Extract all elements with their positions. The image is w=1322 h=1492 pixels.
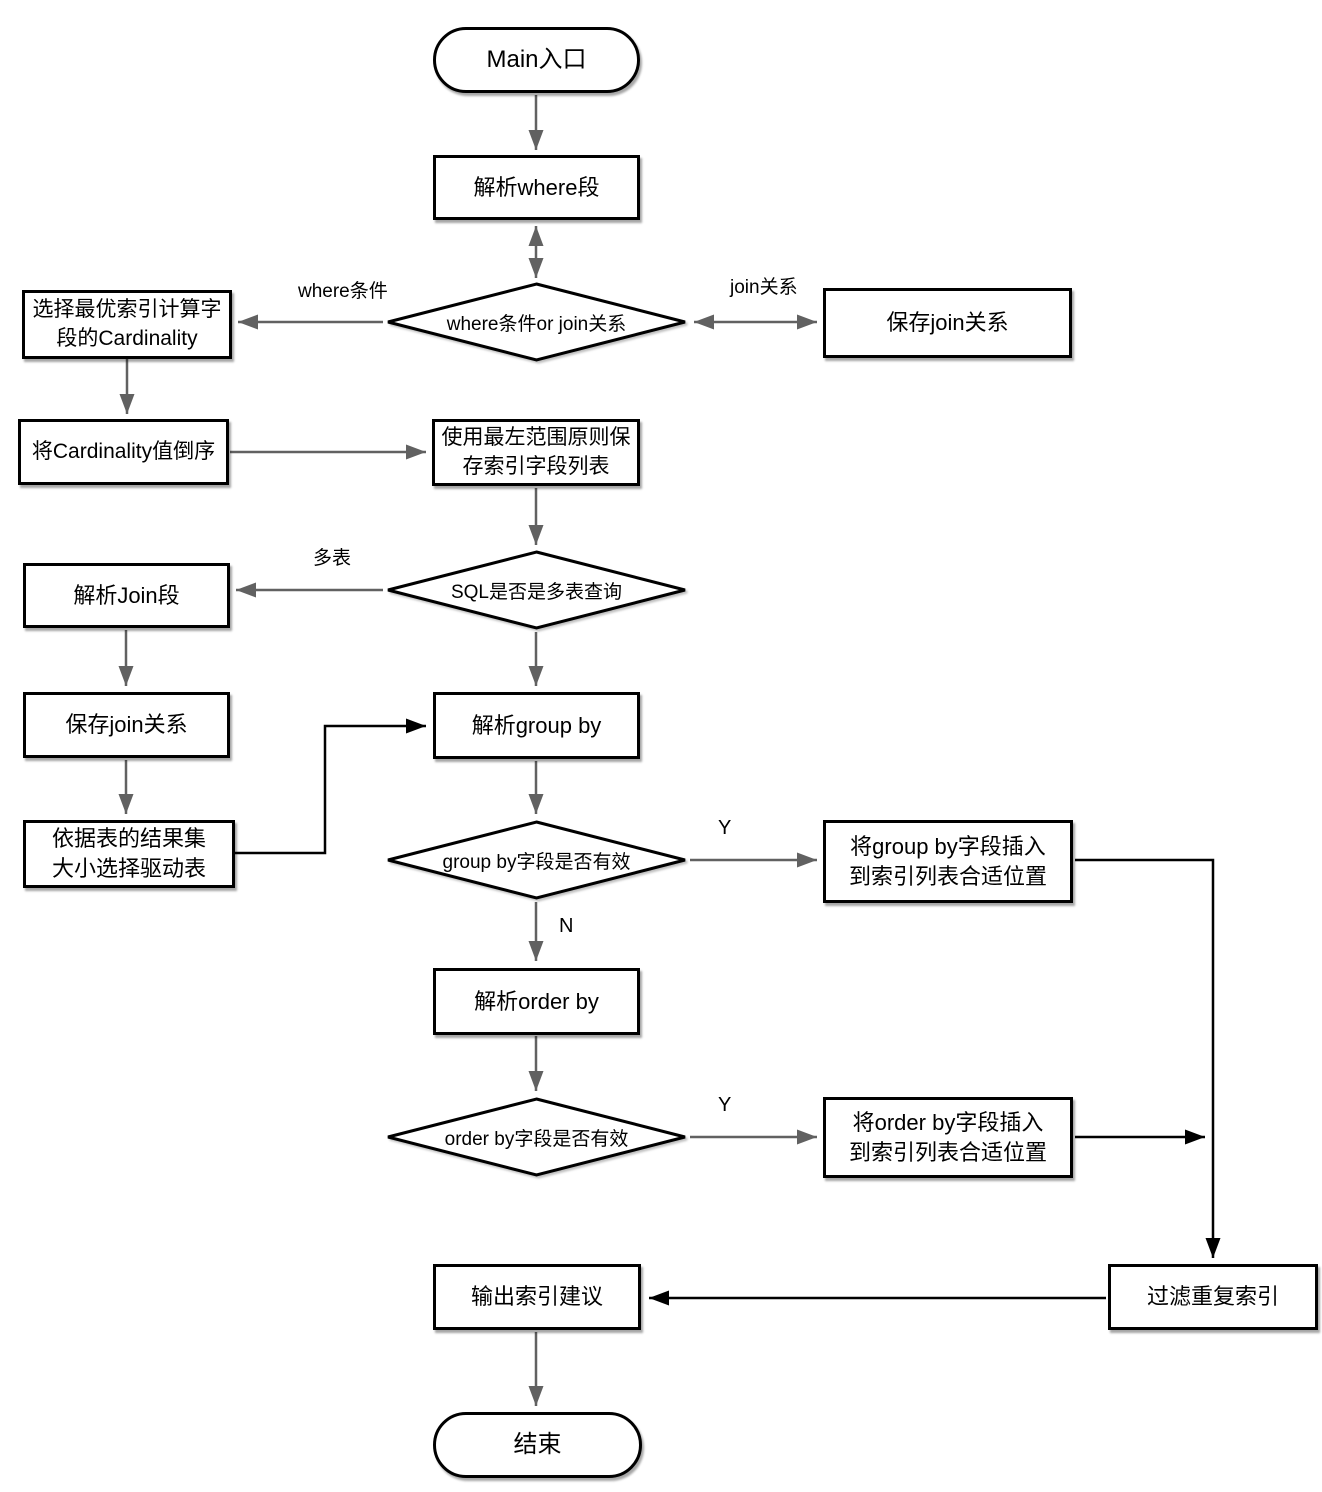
node-multi-table-decision: SQL是否是多表查询 <box>385 550 688 630</box>
decision-label: group by字段是否有效 <box>442 851 631 873</box>
edge-driving-to-groupby <box>235 718 426 855</box>
decision-label: order by字段是否有效 <box>444 1128 629 1150</box>
node-leftmost-rule: 使用最左范围原则保 存索引字段列表 <box>432 419 640 486</box>
diamond-shape <box>387 550 686 630</box>
node-parse-group-by: 解析group by <box>433 692 640 759</box>
node-parse-order-by: 解析order by <box>433 968 640 1035</box>
diamond-shape <box>387 1097 686 1177</box>
decision-label: where条件or join关系 <box>446 313 627 335</box>
node-start: Main入口 <box>433 27 640 93</box>
node-end: 结束 <box>433 1412 642 1478</box>
node-sort-cardinality: 将Cardinality值倒序 <box>18 419 229 485</box>
node-choose-best-index: 选择最优索引计算字 段的Cardinality <box>22 290 232 359</box>
edge-label-join-relation: join关系 <box>728 272 800 299</box>
decision-label: SQL是否是多表查询 <box>450 581 623 603</box>
edge-insertgroupby-to-filter <box>1075 858 1221 1258</box>
node-insert-group-by: 将group by字段插入 到索引列表合适位置 <box>823 820 1073 903</box>
node-parse-where: 解析where段 <box>433 155 640 220</box>
node-save-join-left: 保存join关系 <box>23 692 230 758</box>
edge-label-groupby-no: N <box>557 915 576 938</box>
node-insert-order-by: 将order by字段插入 到索引列表合适位置 <box>823 1097 1073 1178</box>
node-where-or-join-decision: where条件or join关系 <box>385 282 688 362</box>
node-output-suggestion: 输出索引建议 <box>433 1264 641 1330</box>
node-order-by-valid-decision: order by字段是否有效 <box>385 1097 688 1177</box>
edge-label-multi-table: 多表 <box>311 543 354 570</box>
node-parse-join: 解析Join段 <box>23 563 230 628</box>
node-choose-driving-table: 依据表的结果集 大小选择驱动表 <box>23 820 235 888</box>
diamond-shape <box>387 820 686 900</box>
edge-label-where-condition: where条件 <box>296 276 390 303</box>
node-filter-duplicate: 过滤重复索引 <box>1108 1264 1318 1330</box>
edge-label-orderby-yes: Y <box>716 1094 734 1117</box>
node-group-by-valid-decision: group by字段是否有效 <box>385 820 688 900</box>
diamond-shape <box>387 282 686 362</box>
edge-label-groupby-yes: Y <box>716 817 734 840</box>
node-save-join-right: 保存join关系 <box>823 288 1072 358</box>
